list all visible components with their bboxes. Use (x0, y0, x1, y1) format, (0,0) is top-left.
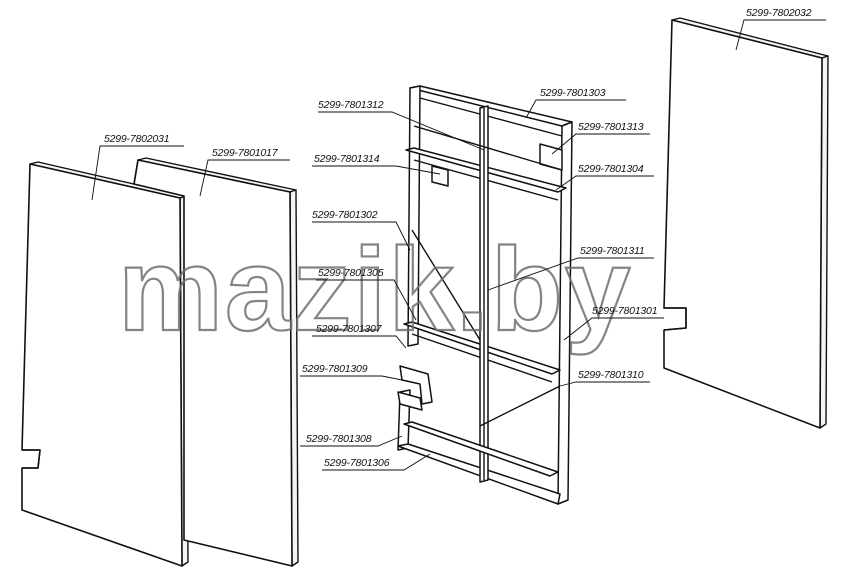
label-7801305: 5299-7801305 (318, 267, 384, 279)
label-7801310: 5299-7801310 (578, 369, 644, 381)
part-callouts: 5299-7802031 5299-7801017 5299-7802032 5… (91, 7, 826, 471)
label-7801302: 5299-7801302 (312, 209, 378, 221)
watermark-text: mazik.by (118, 224, 632, 356)
label-7801304: 5299-7801304 (578, 163, 644, 175)
label-7801306: 5299-7801306 (324, 457, 390, 469)
label-7801303: 5299-7801303 (540, 87, 606, 99)
label-7802031: 5299-7802031 (104, 133, 169, 145)
panel-left-inner (133, 157, 299, 567)
label-7802032: 5299-7802032 (746, 7, 812, 19)
label-7801311: 5299-7801311 (580, 245, 645, 257)
label-7801312: 5299-7801312 (318, 99, 384, 111)
label-7801313: 5299-7801313 (578, 121, 644, 133)
central-frame (397, 85, 573, 505)
panel-left-outer (21, 161, 189, 567)
label-7801307: 5299-7801307 (316, 323, 383, 335)
label-7801301: 5299-7801301 (592, 305, 657, 317)
label-7801314: 5299-7801314 (314, 153, 380, 165)
label-7801309: 5299-7801309 (302, 363, 368, 375)
panel-right (663, 17, 829, 429)
label-7801017: 5299-7801017 (212, 147, 279, 159)
label-7801308: 5299-7801308 (306, 433, 372, 445)
